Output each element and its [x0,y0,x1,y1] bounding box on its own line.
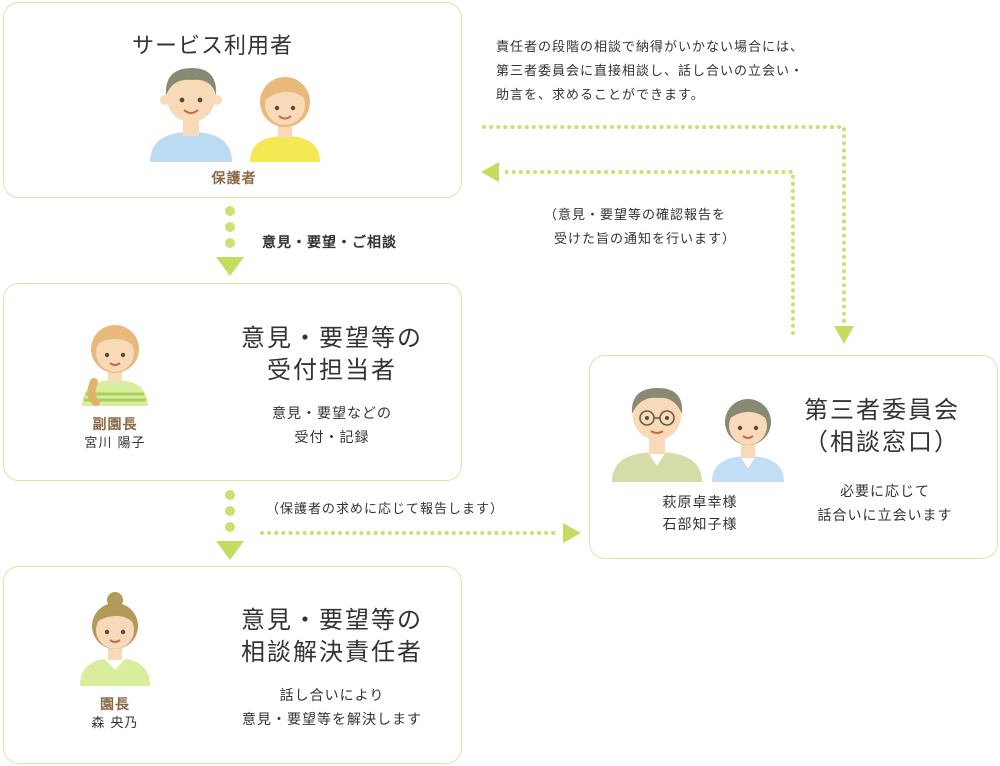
arrow-down-to-resolution [216,541,244,560]
resolution-desc-line: 話し合いにより [279,688,385,704]
principal-icon [80,592,150,686]
notify-dotted-line [500,170,795,335]
third-party-desc: 必要に応じて 話合いに立会います [790,480,980,528]
committee-woman-icon [712,399,784,482]
arrow-down-to-third-party [834,326,854,344]
third-party-desc-line: 必要に応じて [840,484,930,500]
direct-consult-line: 責任者の段階の相談で納得がいかない場合には、 [496,40,805,55]
resolution-desc: 話し合いにより 意見・要望等を解決します [212,684,452,732]
connector-dot [225,238,235,248]
reception-role: 副園長 [92,417,138,433]
resolution-title-line: 意見・要望等の [241,606,423,634]
committee-names: 萩原卓幸様 石部知子様 [640,492,760,536]
third-party-title: 第三者委員会 （相談窓口） [782,394,982,458]
direct-consult-line: 助言を、求めることができます。 [496,88,705,103]
reception-desc: 意見・要望などの 受付・記録 [232,402,432,450]
reception-title-line: 意見・要望等の [241,324,423,352]
resolution-role: 園長 [100,697,130,713]
connector-dot [225,490,235,500]
direct-consult-note: 責任者の段階の相談で納得がいかない場合には、 第三者委員会に直接相談し、話し合い… [496,36,804,108]
resolution-title-line: 相談解決責任者 [241,638,423,666]
users-box [3,2,462,198]
reception-name: 宮川 陽子 [84,436,146,451]
notify-line: （意見・要望等の確認報告を [544,208,727,223]
resolution-box [3,566,462,764]
reception-title-line: 受付担当者 [267,356,397,384]
reception-title: 意見・要望等の 受付担当者 [222,322,442,386]
third-party-title-line: （相談窓口） [804,428,960,456]
arrow-right-to-third-party [563,523,581,543]
third-party-title-line: 第三者委員会 [804,396,960,424]
connector-dot [225,206,235,216]
consult-label: 意見・要望・ご相談 [262,235,397,251]
reception-box [3,283,462,481]
vice-principal-icon [82,325,148,406]
reception-desc-line: 意見・要望などの [272,406,392,422]
committee-name: 石部知子様 [662,517,738,533]
direct-consult-line: 第三者委員会に直接相談し、話し合いの立会い・ [496,64,805,79]
resolution-desc-line: 意見・要望等を解決します [242,712,422,728]
third-party-desc-line: 話合いに立会います [817,508,953,524]
report-label: （保護者の求めに応じて報告します） [266,502,505,517]
arrow-left-to-users [481,162,499,182]
reception-desc-line: 受付・記録 [294,430,370,446]
connector-dot [225,522,235,532]
committee-name: 萩原卓幸様 [662,495,738,511]
users-title: サービス利用者 [132,34,294,59]
connector-dot [225,222,235,232]
notify-note: （意見・要望等の確認報告を 受けた旨の通知を行います） [544,204,736,252]
resolution-title: 意見・要望等の 相談解決責任者 [222,604,442,668]
mother-icon [250,77,320,162]
users-role: 保護者 [211,171,257,187]
father-icon [150,68,232,162]
arrow-down-to-reception [216,257,244,276]
notify-line: 受けた旨の通知を行います） [554,232,737,247]
connector-dot [225,506,235,516]
resolution-name: 森 央乃 [91,716,139,731]
committee-man-icon [612,388,702,482]
